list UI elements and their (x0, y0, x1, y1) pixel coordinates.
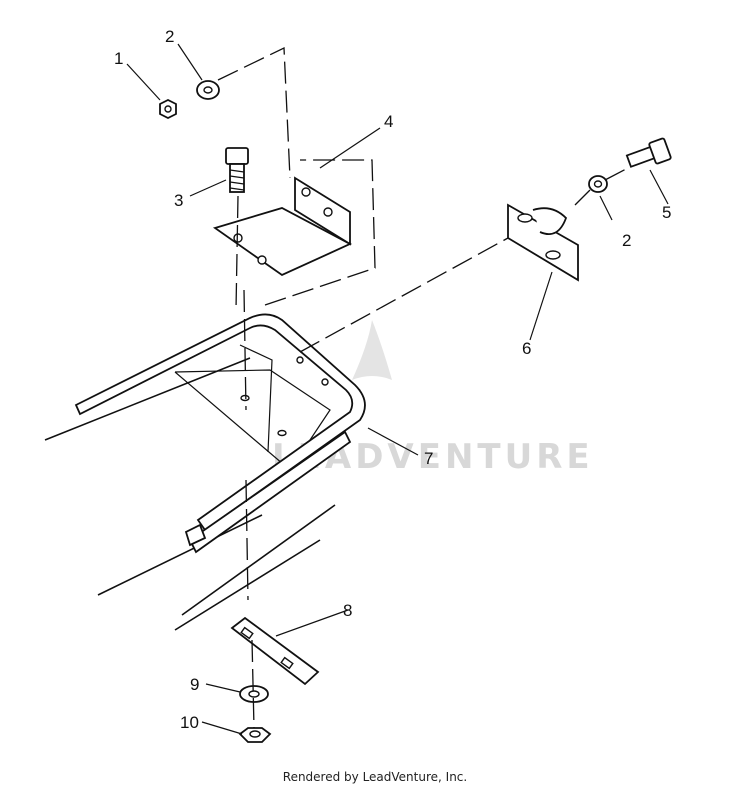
bolt-hole (257, 255, 267, 265)
slot-hole (545, 250, 561, 260)
callout-7: 7 (424, 449, 433, 468)
alignment-lines (217, 46, 629, 729)
footer-credit: Rendered by LeadVenture, Inc. (282, 770, 468, 784)
callout-2: 2 (165, 27, 174, 46)
bolt-part-5 (625, 137, 672, 168)
hitch-plate-part-6 (507, 203, 579, 282)
callout-8: 8 (343, 601, 352, 620)
leader-lines (126, 43, 669, 735)
slot-hole (240, 626, 254, 640)
callout-3: 3 (174, 191, 183, 210)
slot-hole (517, 213, 533, 223)
callout-5: 5 (662, 203, 671, 222)
nut-part-1 (159, 98, 177, 120)
bolt-hole (296, 356, 304, 364)
angle-bracket-part-4 (212, 176, 353, 277)
slot-hole (280, 656, 294, 670)
u-bracket-part-7 (74, 313, 366, 554)
callout-4: 4 (384, 112, 393, 131)
bolt-hole (277, 429, 287, 437)
callout-10: 10 (180, 713, 199, 732)
washer-part-9 (239, 685, 269, 703)
callout-6: 6 (522, 339, 531, 358)
frame-outline (44, 344, 361, 631)
callout-1: 1 (114, 49, 123, 68)
plate-part-8 (230, 616, 320, 686)
callouts: 1 2 3 4 2 5 6 7 8 9 10 (114, 27, 671, 732)
bolt-hole (233, 233, 243, 243)
callout-2: 2 (622, 231, 631, 250)
washer-part-2-top (196, 80, 220, 100)
bolt-hole (321, 378, 329, 386)
callout-9: 9 (190, 675, 199, 694)
bolt-hole (240, 394, 250, 402)
washer-part-2-right (588, 175, 608, 193)
bolt-hole (301, 187, 311, 197)
nut-part-10 (238, 727, 272, 743)
bolt-hole (323, 207, 333, 217)
bolt-part-3 (225, 147, 249, 193)
